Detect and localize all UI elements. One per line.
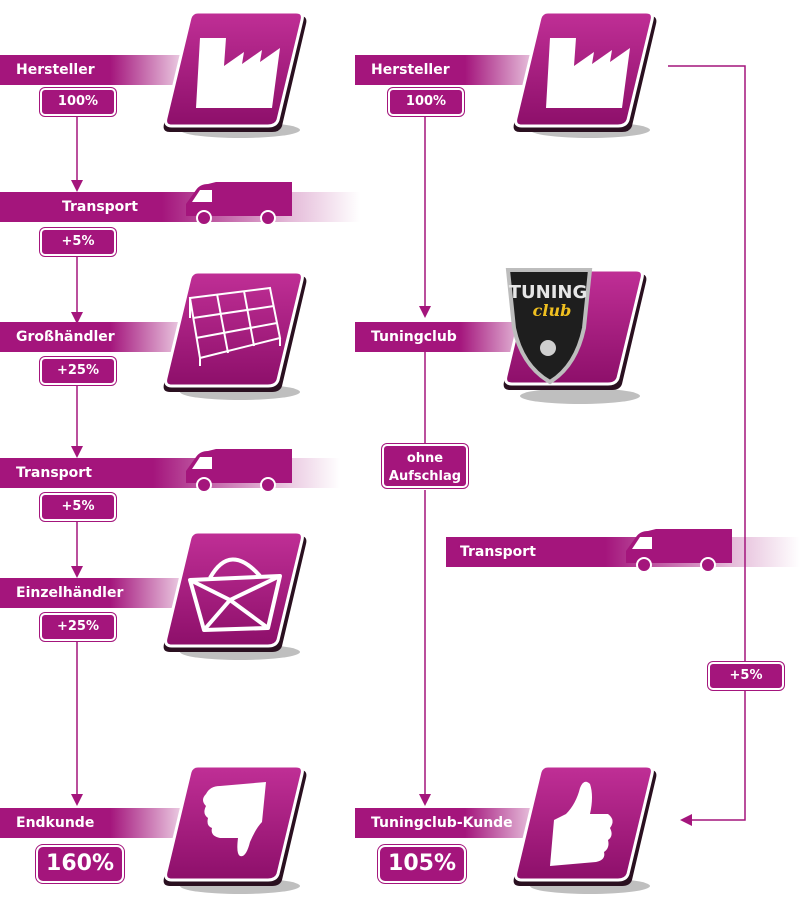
basket-icon (163, 530, 307, 660)
ohne-aufschlag-badge: ohne Aufschlag (382, 444, 468, 488)
tuningclub-kunde-label: Tuningclub-Kunde (371, 815, 513, 831)
truck-icon (626, 529, 732, 573)
truck-icon (186, 182, 292, 226)
endkunde-bar: Endkunde (0, 808, 200, 838)
tuningclub-kunde-bar: Tuningclub-Kunde (355, 808, 555, 838)
factory-icon (163, 10, 307, 138)
tuningclub-label: Tuningclub (371, 329, 457, 345)
ohne-line1: ohne (406, 451, 444, 466)
logo-text-top: TUNING (509, 282, 588, 303)
right-transport-bar: Transport (446, 537, 800, 567)
truck-icon (186, 449, 292, 493)
transport1-label: Transport (62, 199, 138, 215)
logo-text-bottom: club (533, 301, 572, 320)
shield-logo: TUNING club (503, 268, 647, 404)
grosshaendler-bar: Großhändler (0, 322, 200, 352)
right-transport-percent: +5% (708, 662, 784, 690)
hersteller-percent: 100% (40, 88, 116, 116)
right-hersteller-label: Hersteller (371, 62, 450, 78)
transport2-percent: +5% (40, 493, 116, 521)
einzelhaendler-label: Einzelhändler (16, 585, 124, 601)
einzelhaendler-bar: Einzelhändler (0, 578, 200, 608)
endkunde-percent: 160% (36, 845, 124, 883)
grosshaendler-label: Großhändler (16, 329, 115, 345)
grosshaendler-percent: +25% (40, 357, 116, 385)
tuningclub-kunde-percent: 105% (378, 845, 466, 883)
right-transport-label: Transport (460, 544, 536, 560)
thumbs-up-icon (513, 764, 657, 894)
endkunde-label: Endkunde (16, 815, 95, 831)
einzelhaendler-percent: +25% (40, 613, 116, 641)
right-hersteller-bar: Hersteller (355, 55, 555, 85)
hersteller-label: Hersteller (16, 62, 95, 78)
transport1-percent: +5% (40, 228, 116, 256)
ohne-line2: Aufschlag (388, 469, 462, 484)
right-hersteller-percent: 100% (388, 88, 464, 116)
thumbs-down-icon (163, 764, 307, 894)
factory-icon (513, 10, 657, 138)
hersteller-bar: Hersteller (0, 55, 200, 85)
transport2-label: Transport (16, 465, 92, 481)
shelf-icon (163, 270, 307, 400)
transport1-bar: Transport (0, 192, 360, 222)
